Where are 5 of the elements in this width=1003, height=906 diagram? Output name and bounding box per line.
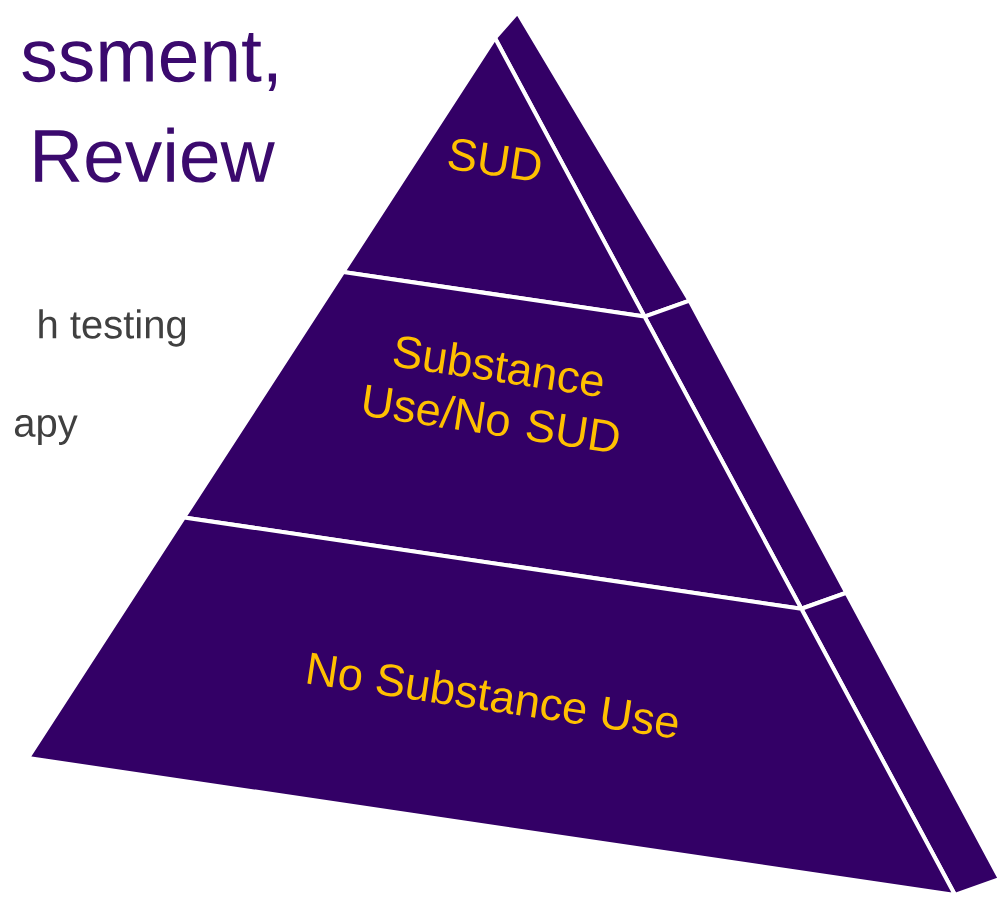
slide-text: apy xyxy=(14,415,78,445)
pyramid-level: SUD xyxy=(341,10,692,319)
slide-text: Review xyxy=(35,127,275,183)
slide-text: ssment, xyxy=(22,33,276,91)
pyramid-level: No Substance Use xyxy=(26,515,1002,897)
